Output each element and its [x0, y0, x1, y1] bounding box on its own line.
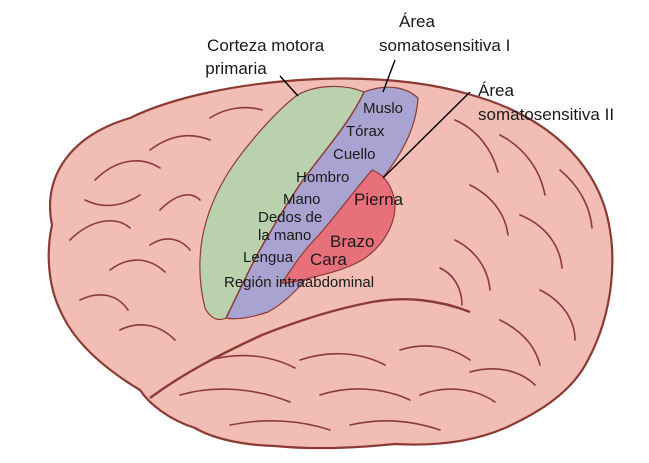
body-part-mano-label: Mano — [283, 191, 321, 208]
body-part-torax-label: Tórax — [346, 123, 385, 140]
somatosensory-area-1-label: Área somatosensitiva I — [379, 12, 510, 55]
body-part-cara-label: Cara — [310, 250, 347, 269]
primary-motor-cortex-label: Corteza motora primaria — [205, 36, 329, 78]
body-part-brazo-label: Brazo — [330, 232, 374, 251]
body-part-cuello-label: Cuello — [333, 146, 376, 163]
somatosensory-area-2-label: Área somatosensitiva II — [478, 81, 614, 124]
body-part-muslo-label: Muslo — [363, 100, 403, 117]
body-part-lengua-label: Lengua — [243, 249, 294, 266]
body-part-pierna-label: Pierna — [354, 190, 404, 209]
body-part-region-intraabdominal-label: Región intraabdominal — [224, 274, 374, 291]
body-part-hombro-label: Hombro — [296, 169, 349, 186]
